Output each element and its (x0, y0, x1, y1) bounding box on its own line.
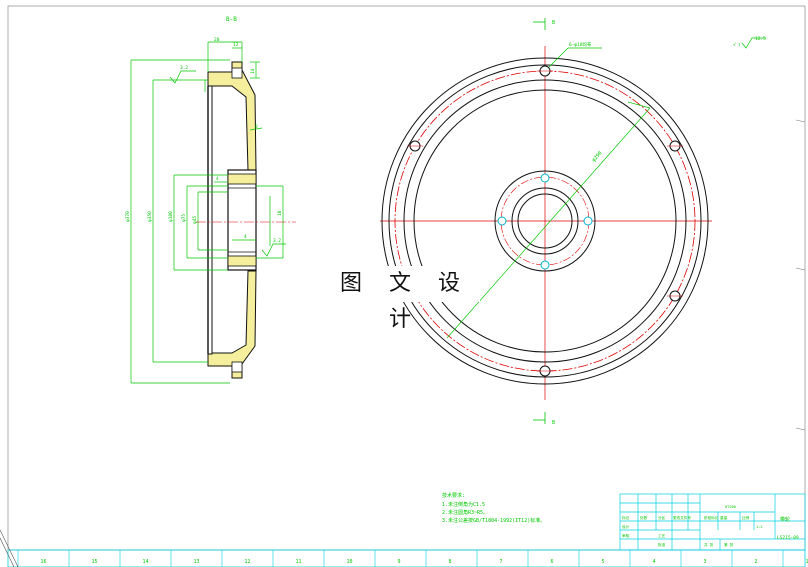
svg-text:更改文件号: 更改文件号 (673, 515, 691, 520)
svg-text:12: 12 (233, 42, 239, 48)
grid-zone-label: 10 (347, 559, 353, 565)
svg-text:阶段标记: 阶段标记 (704, 515, 719, 520)
hub-hole (497, 216, 507, 226)
section-view-label: B-B (226, 16, 237, 23)
grid-zone-label: 4 (653, 559, 656, 565)
svg-text:第 张: 第 张 (724, 542, 734, 547)
svg-text:3.2: 3.2 (273, 238, 281, 244)
hub-outer-circle (494, 170, 596, 272)
notes-line-2: 2.未注圆角R3~R5。 (442, 509, 488, 516)
svg-text:φ75: φ75 (181, 214, 187, 222)
grid-zone-label: 6 (551, 559, 554, 565)
grid-zone-label: 16 (41, 559, 47, 565)
svg-text:审核: 审核 (622, 533, 630, 538)
hub-bolt-holes (497, 173, 593, 270)
pcd-dimension-text: φ290 (591, 150, 604, 163)
technical-notes: 技术要求: 1.未注倒角为C1.5 2.未注圆角R3~R5。 3.未注公差按GB… (442, 492, 545, 524)
svg-text:3.2: 3.2 (180, 65, 188, 71)
grid-zone-label: 9 (398, 559, 401, 565)
svg-text:设计: 设计 (622, 524, 630, 529)
svg-text:分区: 分区 (658, 515, 666, 520)
hub-hole (583, 216, 593, 226)
title-block-texts: 标记 处数 分区 更改文件号 设计 审核 工艺 批准 阶段标记 重量 比例 1:… (622, 505, 763, 547)
watermark-caption: 图 文 设 计 (330, 266, 480, 332)
section-mark-top: B (552, 20, 555, 26)
grid-zone-label: 1 (806, 559, 808, 565)
grid-zone-label: 2 (755, 559, 758, 565)
hole-callout-text: 6-φ18均布 (569, 41, 592, 48)
svg-text:φ180: φ180 (168, 211, 174, 222)
notes-title: 技术要求: (442, 492, 465, 499)
svg-text:φ350: φ350 (147, 211, 153, 222)
svg-text:比例: 比例 (742, 515, 750, 520)
svg-text:12.5: 12.5 (755, 36, 766, 42)
svg-text:√ (: √ ( (733, 42, 741, 48)
svg-text:4: 4 (216, 176, 219, 182)
side-dimension-lines (130, 41, 286, 384)
hub-bore-inner (517, 193, 573, 249)
svg-text:工艺: 工艺 (658, 533, 666, 538)
part-name: 带轮 (780, 516, 790, 523)
svg-text:8: 8 (255, 124, 258, 130)
hub-bore-outer (511, 187, 579, 255)
web-circle (413, 89, 677, 353)
section-hatch-lower (207, 270, 257, 379)
grid-zone-ticks (17, 550, 784, 567)
grid-zone-label: 11 (296, 559, 302, 565)
svg-text:共 张: 共 张 (704, 542, 714, 547)
outer-rim-circle (381, 57, 709, 385)
grid-zone-label: 15 (92, 559, 98, 565)
grid-zone-label: 3 (704, 559, 707, 565)
side-section-view: B-B (125, 16, 296, 384)
svg-text:φ45: φ45 (192, 216, 198, 224)
rim-inner-circle (403, 79, 687, 363)
rim-groove-circle (388, 64, 702, 378)
grid-zone-label: 5 (602, 559, 605, 565)
grid-zone-labels: 16 15 14 13 12 11 10 9 8 7 6 5 4 3 2 1 (41, 559, 808, 565)
notes-line-3: 3.未注公差按GB/T1804-1992(IT12)标准。 (442, 517, 545, 524)
hub-hole (540, 173, 550, 183)
svg-text:4: 4 (244, 234, 247, 240)
svg-text:HT200: HT200 (725, 505, 736, 509)
grid-zone-label: 8 (449, 559, 452, 565)
drawing-number: LS215-09 (777, 535, 799, 541)
hole-callout-leader (548, 47, 569, 68)
svg-text:重量: 重量 (720, 515, 728, 520)
title-block (619, 493, 806, 551)
grid-zone-label: 12 (245, 559, 251, 565)
section-hatch-upper (207, 61, 257, 171)
svg-text:1:2: 1:2 (756, 525, 763, 529)
pcd-dimension-line (446, 107, 651, 339)
svg-text:10: 10 (277, 210, 283, 216)
section-cut-marks (533, 18, 546, 424)
general-roughness-note: 12.5 √ ( (733, 36, 766, 49)
svg-text:处数: 处数 (640, 515, 648, 520)
notes-line-1: 1.未注倒角为C1.5 (442, 501, 485, 508)
drawing-frame: 16 15 14 13 12 11 10 9 8 7 6 5 4 3 2 1 (0, 5, 808, 567)
side-dimension-texts: φ370 φ350 φ180 φ75 φ45 10 20 12 14 8 4 4… (125, 37, 283, 244)
svg-text:标记: 标记 (622, 515, 630, 520)
grid-zone-label: 7 (500, 559, 503, 565)
hub-hole (540, 260, 550, 270)
front-view: φ290 6-φ18均布 B B (380, 18, 712, 426)
svg-text:14: 14 (250, 68, 256, 74)
grid-zone-label: 14 (143, 559, 149, 565)
svg-text:φ370: φ370 (125, 211, 131, 222)
grid-zone-label: 13 (194, 559, 200, 565)
svg-text:批准: 批准 (658, 542, 666, 547)
section-mark-bottom: B (552, 420, 555, 426)
svg-text:20: 20 (214, 37, 220, 43)
